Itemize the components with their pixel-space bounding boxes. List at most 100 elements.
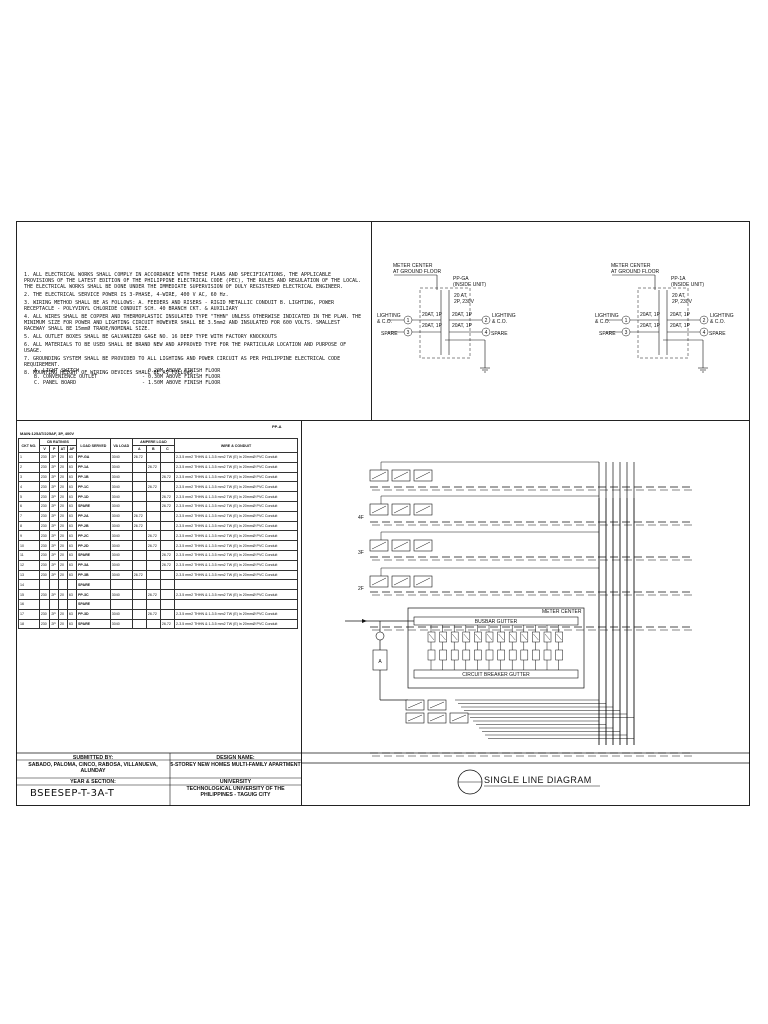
cell-c: 26.72 <box>159 500 176 512</box>
cell-va: 3040 <box>109 471 133 483</box>
cell-no: 6 <box>18 500 40 512</box>
mounting-item: C. PANEL BOARD <box>34 380 77 386</box>
cell-load: PP-GA <box>75 452 111 463</box>
cell-wire: 2-3.5 mm2 THHN & 1-3.5 mm2 TW (E) in 20m… <box>174 530 298 542</box>
cell-af: 63 <box>66 510 77 522</box>
university: TECHNOLOGICAL UNIVERSITY OF THE PHILIPPI… <box>186 786 285 798</box>
cell-af: 63 <box>66 559 77 571</box>
cell-wire <box>174 598 298 610</box>
note-item: 2. THE ELECTRICAL SERVICE POWER IS 3-PHA… <box>24 292 229 298</box>
cell-af: 63 <box>66 569 77 581</box>
drawing-sheet <box>16 221 750 806</box>
cell-p: 2P <box>49 549 59 561</box>
cell-p: 2P <box>49 569 59 581</box>
cell-b <box>145 549 161 561</box>
cell-no: 14 <box>18 579 40 591</box>
cell-va: 3040 <box>109 510 133 522</box>
cell-b <box>145 520 161 532</box>
cell-load: PP-3A <box>75 559 111 571</box>
cell-a: 26.72 <box>131 569 147 581</box>
cell-af: 63 <box>66 549 77 561</box>
cell-v: 230 <box>38 540 51 551</box>
cell-c <box>159 520 176 532</box>
cell-va: 3040 <box>109 549 133 561</box>
cell-p: 2P <box>49 618 59 630</box>
schedule-header: WIRE & CONDUIT <box>174 438 298 453</box>
cell-af: 63 <box>66 520 77 532</box>
schedule-header: AMPERE LOAD <box>131 438 176 446</box>
cell-wire: 2-3.5 mm2 THHN & 1-3.5 mm2 TW (E) in 20m… <box>174 461 298 473</box>
schedule-subheader: C <box>159 445 176 453</box>
cell-v <box>38 579 51 591</box>
cell-p: 2P <box>49 491 59 502</box>
cell-va: 3040 <box>109 618 133 630</box>
cell-no: 15 <box>18 589 40 600</box>
cell-b <box>145 569 161 581</box>
divider-lower <box>301 420 302 806</box>
cell-at: 20 <box>58 530 68 542</box>
cell-no: 10 <box>18 540 40 551</box>
cell-load: PP-2C <box>75 530 111 542</box>
schedule-header: CB RATINGS <box>38 438 77 446</box>
cell-va: 3040 <box>109 520 133 532</box>
cell-va <box>109 579 133 591</box>
cell-at: 20 <box>58 500 68 512</box>
cell-at <box>58 598 68 610</box>
cell-no: 17 <box>18 608 40 620</box>
cell-load: SPARE <box>75 549 111 561</box>
cell-b <box>145 618 161 630</box>
cell-af: 63 <box>66 618 77 630</box>
schedule-subheader: A <box>131 445 147 453</box>
cell-va: 3040 <box>109 481 133 493</box>
cell-at: 20 <box>58 491 68 502</box>
cell-v: 230 <box>38 510 51 522</box>
cell-load: PP-3D <box>75 608 111 620</box>
cell-b: 26.72 <box>145 589 161 600</box>
cell-at: 20 <box>58 461 68 473</box>
cell-load: PP-1C <box>75 481 111 493</box>
cell-v: 230 <box>38 559 51 571</box>
cell-no: 9 <box>18 530 40 542</box>
cell-c <box>159 598 176 610</box>
cell-wire: 2-3.5 mm2 THHN & 1-3.5 mm2 TW (E) in 20m… <box>174 500 298 512</box>
cell-no: 2 <box>18 461 40 473</box>
year-section-label: YEAR & SECTION: <box>70 779 116 785</box>
cell-no: 13 <box>18 569 40 581</box>
cell-b <box>145 579 161 591</box>
cell-af: 63 <box>66 471 77 483</box>
cell-a <box>131 618 147 630</box>
cell-v: 230 <box>38 608 51 620</box>
cell-at: 20 <box>58 549 68 561</box>
divider-mid <box>16 420 750 421</box>
cell-af: 63 <box>66 540 77 551</box>
cell-a <box>131 549 147 561</box>
cell-wire: 2-3.5 mm2 THHN & 1-3.5 mm2 TW (E) in 20m… <box>174 559 298 571</box>
mounting-height: - 0.20M ABOVE FINISH FLOOR <box>142 368 221 374</box>
cell-load: PP-2D <box>75 540 111 551</box>
cell-p <box>49 598 59 610</box>
cell-at: 20 <box>58 540 68 551</box>
cell-b <box>145 491 161 502</box>
cell-a <box>131 481 147 493</box>
cell-v: 230 <box>38 618 51 630</box>
cell-load: SPARE <box>75 598 111 610</box>
cell-va: 3040 <box>109 589 133 600</box>
cell-a <box>131 559 147 571</box>
cell-v: 230 <box>38 491 51 502</box>
cell-p: 2P <box>49 500 59 512</box>
cell-b <box>145 452 161 463</box>
cell-a <box>131 500 147 512</box>
cell-p <box>49 579 59 591</box>
cell-v: 230 <box>38 589 51 600</box>
cell-c: 26.72 <box>159 471 176 483</box>
